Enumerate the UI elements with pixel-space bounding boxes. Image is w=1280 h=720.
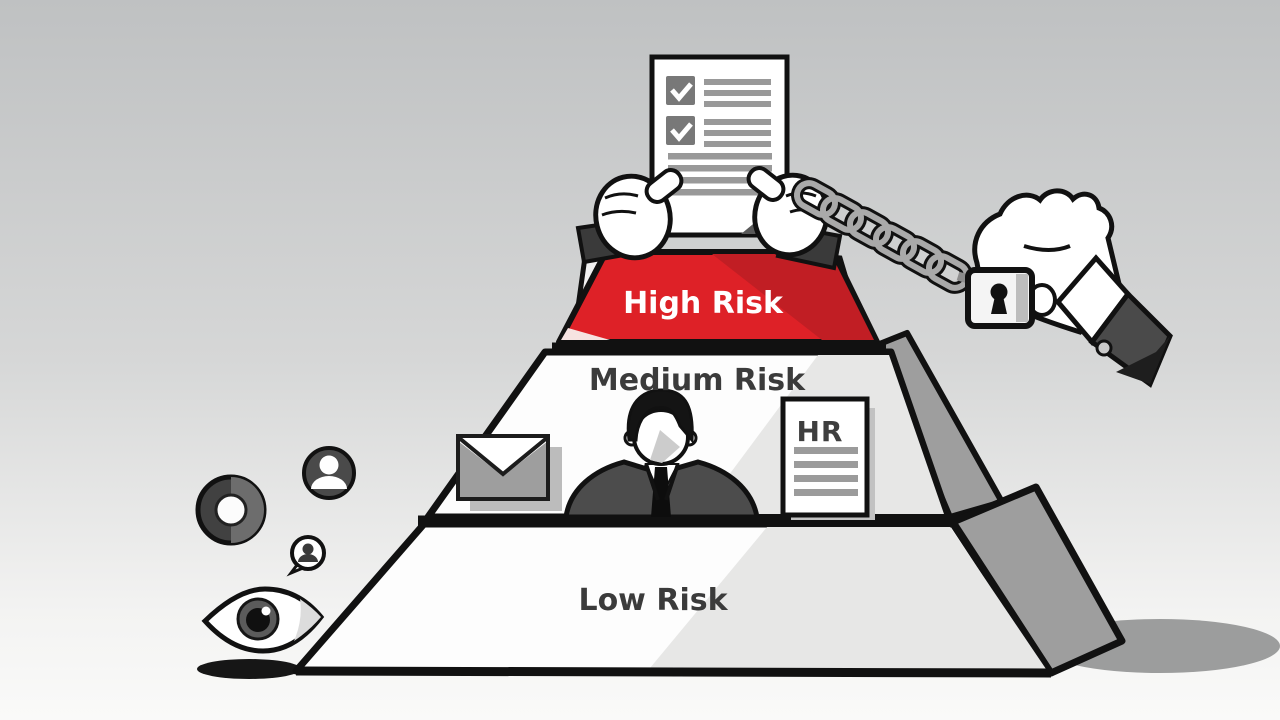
employee-tie	[651, 467, 671, 517]
hr-document-label: HR	[797, 415, 844, 448]
low-shading	[650, 527, 1046, 669]
hr-document-icon: HR	[780, 396, 875, 520]
eye-icon	[201, 586, 325, 654]
left-hand	[593, 168, 684, 261]
left-thumb	[644, 168, 684, 204]
right-hand	[746, 166, 830, 258]
keyhole	[990, 283, 1008, 301]
right-thumb	[746, 166, 786, 202]
checkbox-2	[666, 116, 695, 145]
hand-holding-padlock-icon	[965, 188, 1173, 388]
checkbox-1	[666, 76, 695, 105]
employee-lapels	[644, 463, 680, 501]
envelope-icon	[456, 434, 562, 511]
pyramid-level-low	[292, 520, 1055, 677]
padlock-icon	[965, 267, 1035, 329]
high-shading	[712, 254, 874, 340]
high-highlight	[561, 328, 610, 340]
checkmark-1	[670, 82, 693, 102]
pyramid-base-edge	[295, 666, 1052, 678]
low-risk-label: Low Risk	[578, 583, 728, 618]
checkmark-2	[670, 122, 693, 142]
user-bubble-icon	[286, 535, 326, 577]
pyramid-level-high	[556, 249, 880, 345]
donut-icon	[195, 474, 267, 546]
high-risk-label: High Risk	[623, 286, 784, 321]
medium-risk-label: Medium Risk	[589, 363, 806, 398]
employee-face-shade	[650, 430, 680, 463]
employee-hair	[626, 388, 694, 444]
thumb-crease	[1023, 244, 1071, 252]
user-avatar-icon	[302, 446, 356, 500]
cuff-button	[1095, 339, 1113, 357]
employee-icon	[563, 388, 760, 520]
left-ground-shadow	[197, 659, 301, 679]
checklist-document-icon	[649, 54, 790, 238]
